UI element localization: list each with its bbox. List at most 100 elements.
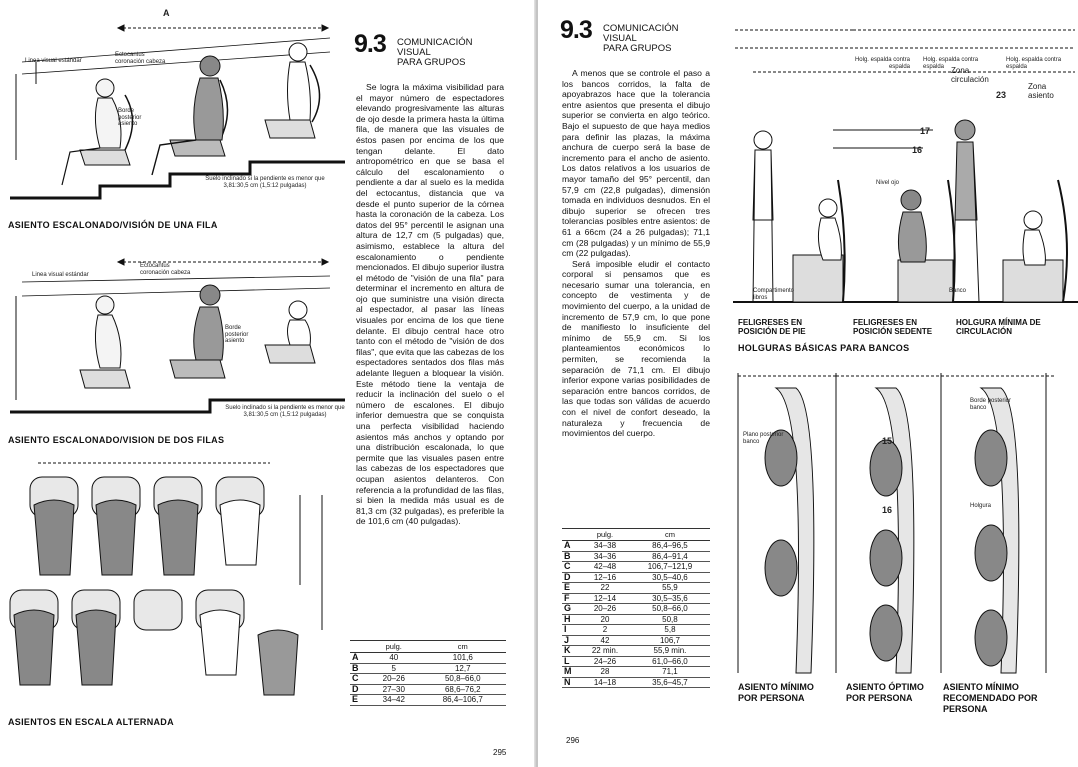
figure-stepped-one-row [10,24,345,200]
value-pulg: 5 [368,663,420,674]
value-cm: 12,7 [419,663,506,674]
value-pulg: 42–48 [580,561,630,573]
row-key: F [562,593,580,604]
value-pulg: 14–18 [580,677,630,688]
page-number: 296 [566,736,580,745]
section-title: COMUNICACIÓN VISUAL PARA GRUPOS [397,37,473,68]
value-cm: 86,4–91,4 [629,551,710,562]
dim-letter-a: A [163,8,170,18]
label-compartimento: Compartimento libros [753,288,795,301]
figure-pews-plan [737,373,1056,674]
figure-stepped-two-rows [10,258,345,414]
row-key: K [562,645,580,657]
section-number: 9.3 [354,30,387,58]
label-ectocantus-2: Ectocantus coronación cabeza [140,263,191,276]
label-ectocantus: Ectocantus coronación cabeza [115,52,166,65]
label-holgura: Holgura [970,503,992,509]
figure-pews-elevation [733,29,1078,303]
left-page: A Linea visual estándar Ectocantus coron… [0,0,536,767]
th-pulg: pulg. [368,640,420,653]
body-text: A menos que se controle el paso a los ba… [562,68,710,439]
label-zona-asiento: Zona asiento [1028,82,1054,100]
figure-alternating-seats [9,462,323,696]
th-cm: cm [629,528,710,541]
num-23: 23 [996,90,1007,100]
row-key: I [562,624,580,636]
value-pulg: 28 [580,666,630,678]
value-cm: 55,9 min. [629,645,710,657]
value-pulg: 20–26 [368,673,420,685]
value-cm: 35,6–45,7 [629,677,710,688]
caption-holguras-bancos: HOLGURAS BÁSICAS PARA BANCOS [738,343,910,353]
row-key: J [562,635,580,646]
caption-asiento-optimo: ASIENTO ÓPTIMO POR PERSONA [846,682,924,703]
value-pulg: 22 min. [580,645,630,657]
th-cm: cm [419,640,506,653]
row-key: L [562,656,580,667]
value-cm: 5,8 [629,624,710,636]
value-cm: 50,8–66,0 [629,603,710,615]
caption-feligreses-sedente: FELIGRESES EN POSICIÓN SEDENTE [853,318,933,336]
body-text: Se logra la máxima visibilidad para el m… [356,82,504,527]
value-pulg: 27–30 [368,684,420,695]
row-key: H [562,614,580,625]
label-borde-2: Borde posterior asiento [225,325,249,344]
value-pulg: 34–42 [368,694,420,706]
value-cm: 50,8 [629,614,710,625]
row-key: D [562,572,580,583]
page-number: 295 [493,748,507,757]
section-number: 9.3 [560,16,593,44]
label-banco: Banco [949,288,967,294]
caption-feligreses-pie: FELIGRESES EN POSICIÓN DE PIE [738,318,806,336]
caption-fig1: ASIENTO ESCALONADO/VISIÓN DE UNA FILA [8,220,218,230]
label-linea-visual: Linea visual estándar [25,58,82,64]
row-key: A [350,652,368,664]
row-key: B [562,551,580,562]
row-key: A [562,540,580,552]
value-pulg: 20–26 [580,603,630,615]
value-cm: 30,5–35,6 [629,593,710,604]
value-cm: 68,6–76,2 [419,684,506,695]
value-cm: 30,5–40,6 [629,572,710,583]
value-pulg: 2 [580,624,630,636]
value-pulg: 42 [580,635,630,646]
value-cm: 55,9 [629,582,710,594]
num-15: 15 [882,436,893,446]
section-title: COMUNICACIÓN VISUAL PARA GRUPOS [603,23,679,54]
num-16: 16 [912,145,923,155]
value-cm: 106,7 [629,635,710,646]
row-key: E [350,694,368,706]
value-pulg: 22 [580,582,630,594]
caption-fig3: ASIENTOS EN ESCALA ALTERNADA [8,717,174,727]
caption-fig2: ASIENTO ESCALONADO/VISION DE DOS FILAS [8,435,225,445]
row-key: E [562,582,580,594]
label-borde: Borde posterior asiento [118,108,142,127]
caption-asiento-minimo: ASIENTO MÍNIMO POR PERSONA [738,682,814,703]
caption-asiento-recomendado: ASIENTO MÍNIMO RECOMENDADO POR PERSONA [943,682,1038,714]
value-pulg: 20 [580,614,630,625]
label-suelo: Suelo inclinado si la pendiente es menor… [205,176,325,189]
value-cm: 50,8–66,0 [419,673,506,685]
num-17: 17 [920,126,931,136]
value-cm: 61,0–66,0 [629,656,710,667]
label-holg-1: Holg. espalda contra espalda [854,57,910,70]
label-borde-banco: Borde posterior banco [970,398,1012,411]
value-pulg: 34–38 [580,540,630,552]
value-cm: 106,7–121,9 [629,561,710,573]
